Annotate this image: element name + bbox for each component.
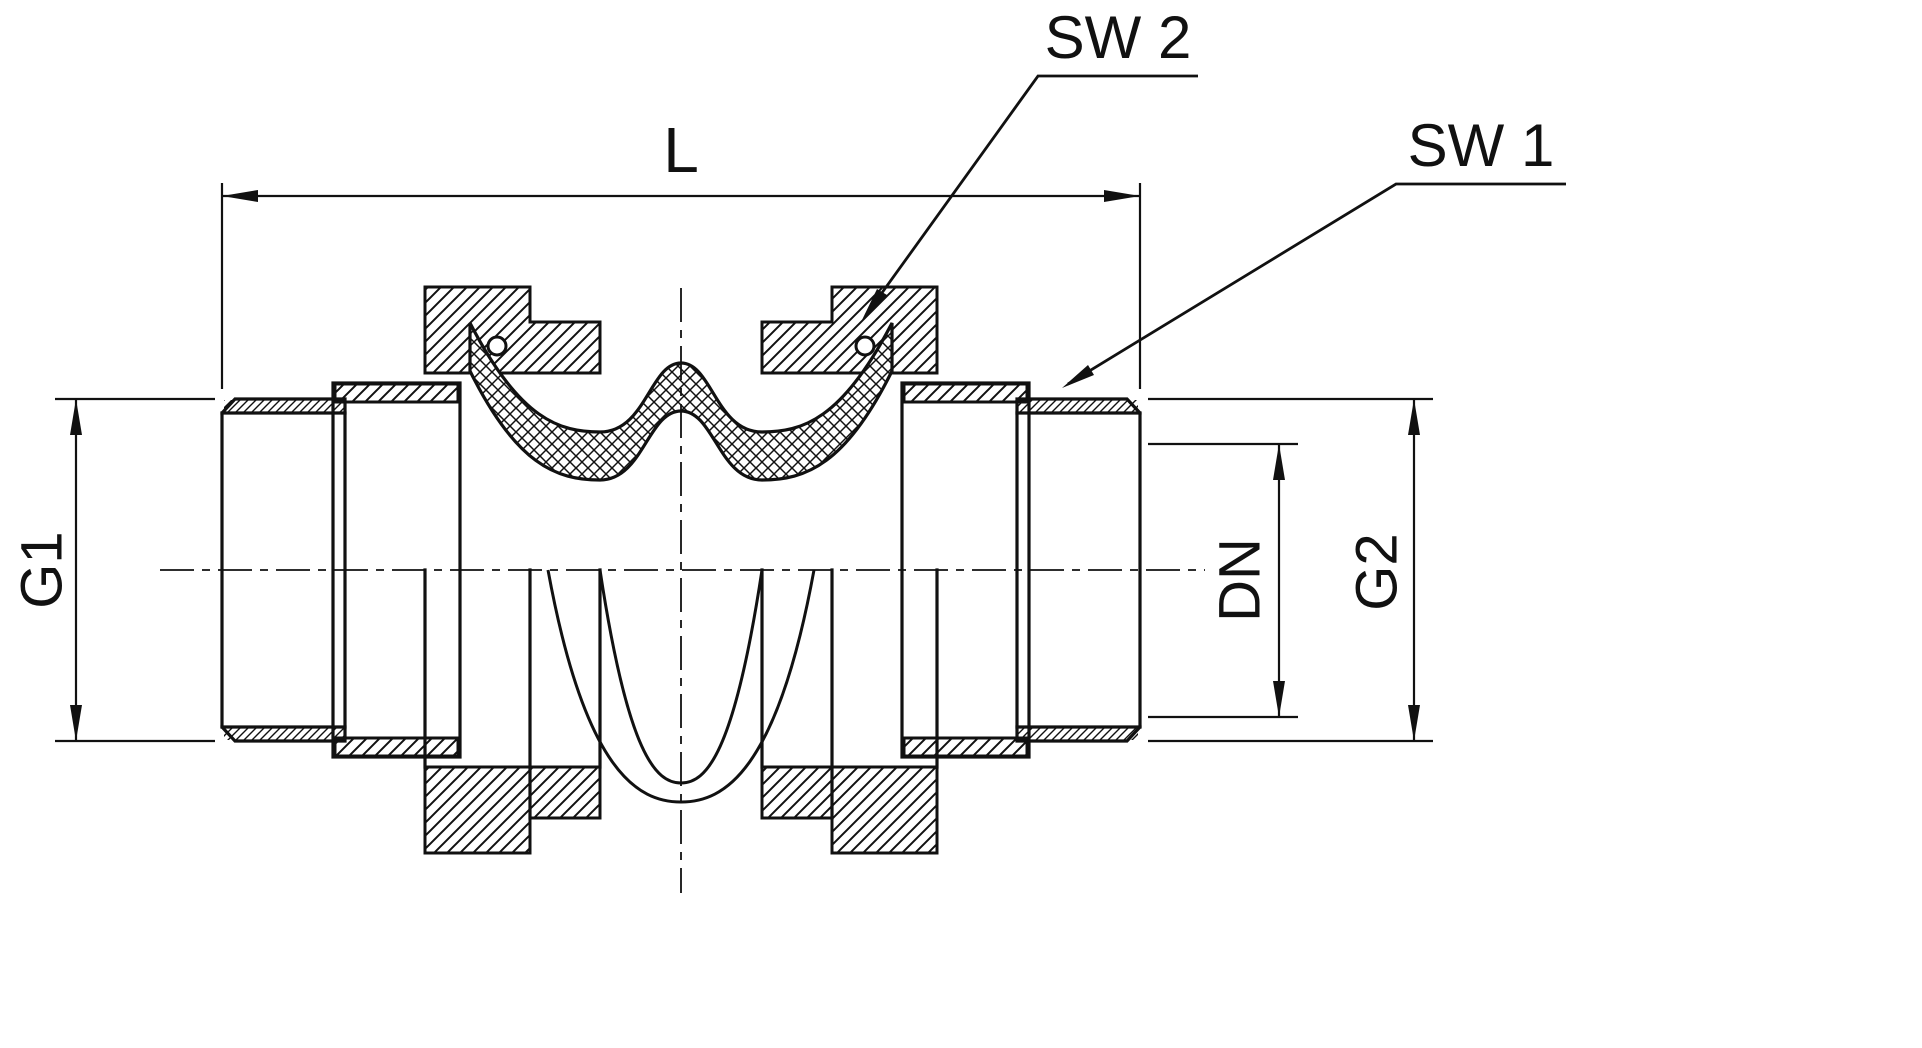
arrowheads <box>70 190 1420 741</box>
arrow-DN-top <box>1273 444 1285 480</box>
thread-band-right-bottom <box>1018 728 1138 740</box>
metal-sections <box>333 285 1029 855</box>
flange-bottom-left <box>423 765 602 855</box>
bellows-section <box>468 322 894 482</box>
arrow-G1-top <box>70 399 82 435</box>
dimension-labels: L SW 2 SW 1 G1 DN G2 <box>10 4 1555 622</box>
leader-SW1-line <box>1067 182 1566 386</box>
centerlines <box>160 288 1205 893</box>
collar-strip-bottom-left <box>333 736 460 758</box>
flange-top-left <box>423 285 602 375</box>
label-g1: G1 <box>10 531 75 608</box>
body-outlines <box>220 381 1142 820</box>
arrow-G2-top <box>1408 399 1420 435</box>
label-dn: DN <box>1208 538 1273 622</box>
thread-band-left-bottom <box>224 728 344 740</box>
label-length: L <box>663 114 699 186</box>
arrow-L-right <box>1104 190 1140 202</box>
collar-strip-top-right <box>902 382 1029 404</box>
thread-band-left-top <box>224 400 344 412</box>
leader-SW2-line <box>864 74 1198 316</box>
flange-bottom-right <box>760 765 939 855</box>
label-g2: G2 <box>1345 533 1410 610</box>
arrow-DN-bottom <box>1273 681 1285 717</box>
dimension-lines <box>55 74 1566 743</box>
flange-top-right <box>760 285 939 375</box>
arrow-SW2 <box>862 289 887 320</box>
arrow-G2-bottom <box>1408 705 1420 741</box>
bellows-band <box>468 322 894 482</box>
label-sw2: SW 2 <box>1045 4 1192 71</box>
arrow-SW1 <box>1062 365 1094 388</box>
arrow-G1-bottom <box>70 705 82 741</box>
thread-bands <box>224 400 1138 740</box>
bellows-bead-left <box>486 335 508 357</box>
bellows-bead-right <box>854 335 876 357</box>
thread-band-right-top <box>1018 400 1138 412</box>
label-sw1: SW 1 <box>1408 112 1555 179</box>
collar-strip-bottom-right <box>902 736 1029 758</box>
arrow-L-left <box>222 190 258 202</box>
collar-strip-top-left <box>333 382 460 404</box>
